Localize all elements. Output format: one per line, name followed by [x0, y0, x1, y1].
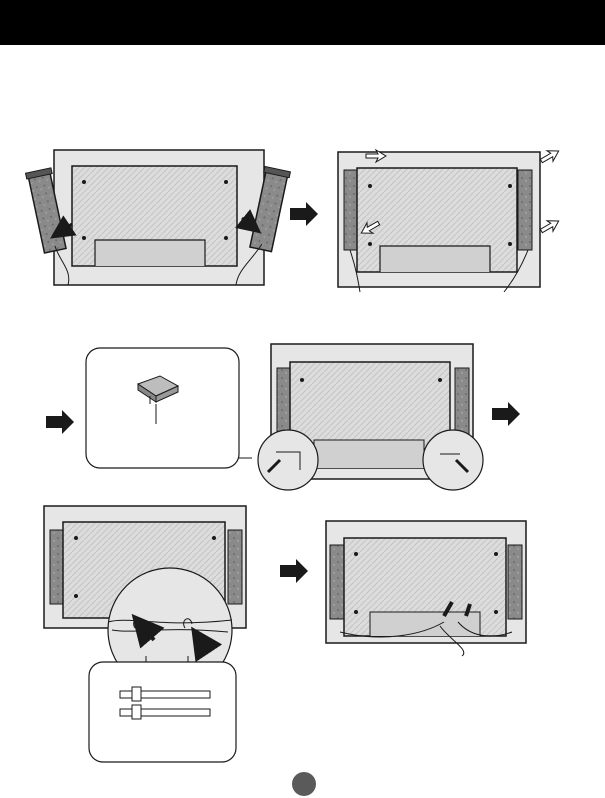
page-number-dot	[292, 772, 316, 796]
right-arrow-icon	[280, 559, 308, 583]
step-3c-illustration	[89, 662, 236, 762]
step-1b-illustration	[338, 146, 562, 292]
step-3b-illustration	[326, 521, 526, 656]
monitor-stand-recess	[95, 240, 205, 266]
detail-circle-right	[423, 430, 483, 490]
detail-circle-left	[258, 430, 318, 490]
right-arrow-icon	[46, 410, 74, 434]
detail-callout-box	[86, 348, 239, 468]
right-arrow-icon	[290, 202, 318, 226]
right-arrow-icon	[492, 402, 520, 426]
step-1a-illustration	[26, 150, 291, 285]
step-2b-illustration	[258, 344, 483, 490]
step-2a-illustration	[86, 348, 252, 468]
